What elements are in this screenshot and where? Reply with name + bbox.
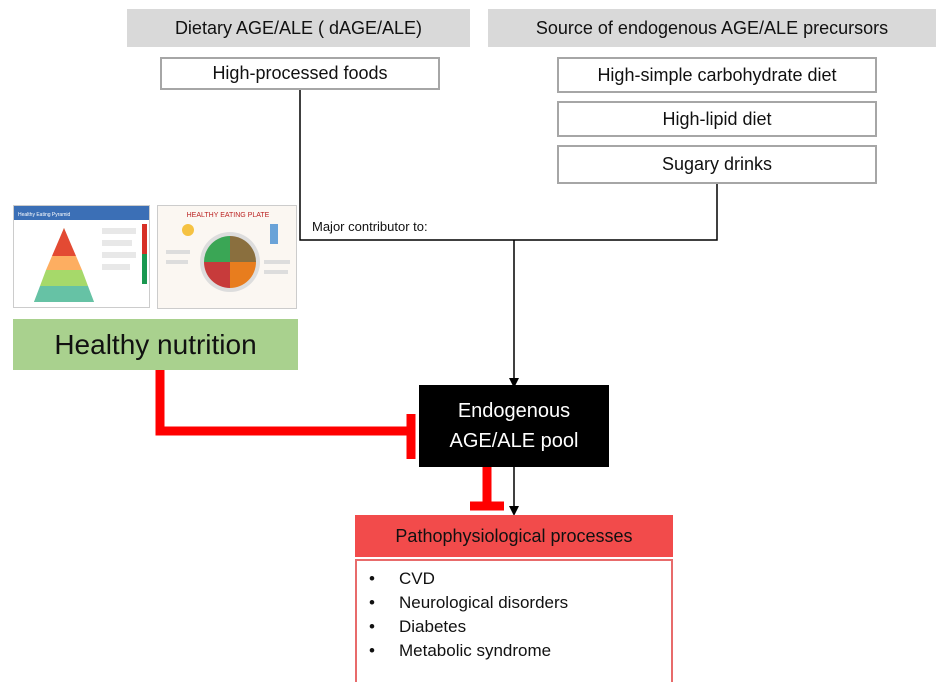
process-item-neurological: •Neurological disorders — [369, 593, 569, 612]
healthy-eating-plate-image: HEALTHY EATING PLATE — [157, 205, 297, 309]
pool-line-1: Endogenous — [457, 400, 571, 422]
pathophysiological-processes-header: Pathophysiological processes — [355, 515, 673, 557]
source-item-carbohydrate: High-simple carbohydrate diet — [557, 57, 877, 93]
endogenous-pool-box: Endogenous AGE/ALE pool — [419, 385, 609, 467]
processes-list: •CVD •Neurological disorders •Diabetes •… — [355, 559, 673, 682]
pyramid-title: Healthy Eating Pyramid — [18, 212, 70, 218]
process-item-diabetes: •Diabetes — [369, 617, 467, 636]
plate-title: HEALTHY EATING PLATE — [187, 212, 270, 219]
dietary-header: Dietary AGE/ALE ( dAGE/ALE) — [127, 9, 470, 47]
high-processed-foods-box: High-processed foods — [160, 57, 440, 90]
dietary-connector — [299, 87, 718, 241]
source-item-sugary-drinks: Sugary drinks — [557, 145, 877, 184]
healthy-nutrition-box: Healthy nutrition — [13, 319, 298, 370]
endogenous-sources-header: Source of endogenous AGE/ALE precursors — [488, 9, 936, 47]
process-item-metabolic-syndrome: •Metabolic syndrome — [369, 641, 552, 660]
inhibition-line-pool — [155, 368, 410, 436]
major-contributor-label: Major contributor to: — [312, 219, 428, 234]
source-item-lipid: High-lipid diet — [557, 101, 877, 137]
healthy-eating-pyramid-image: Healthy Eating Pyramid — [13, 205, 150, 308]
process-item-cvd: •CVD — [369, 569, 435, 588]
pool-line-2: AGE/ALE pool — [449, 430, 579, 452]
